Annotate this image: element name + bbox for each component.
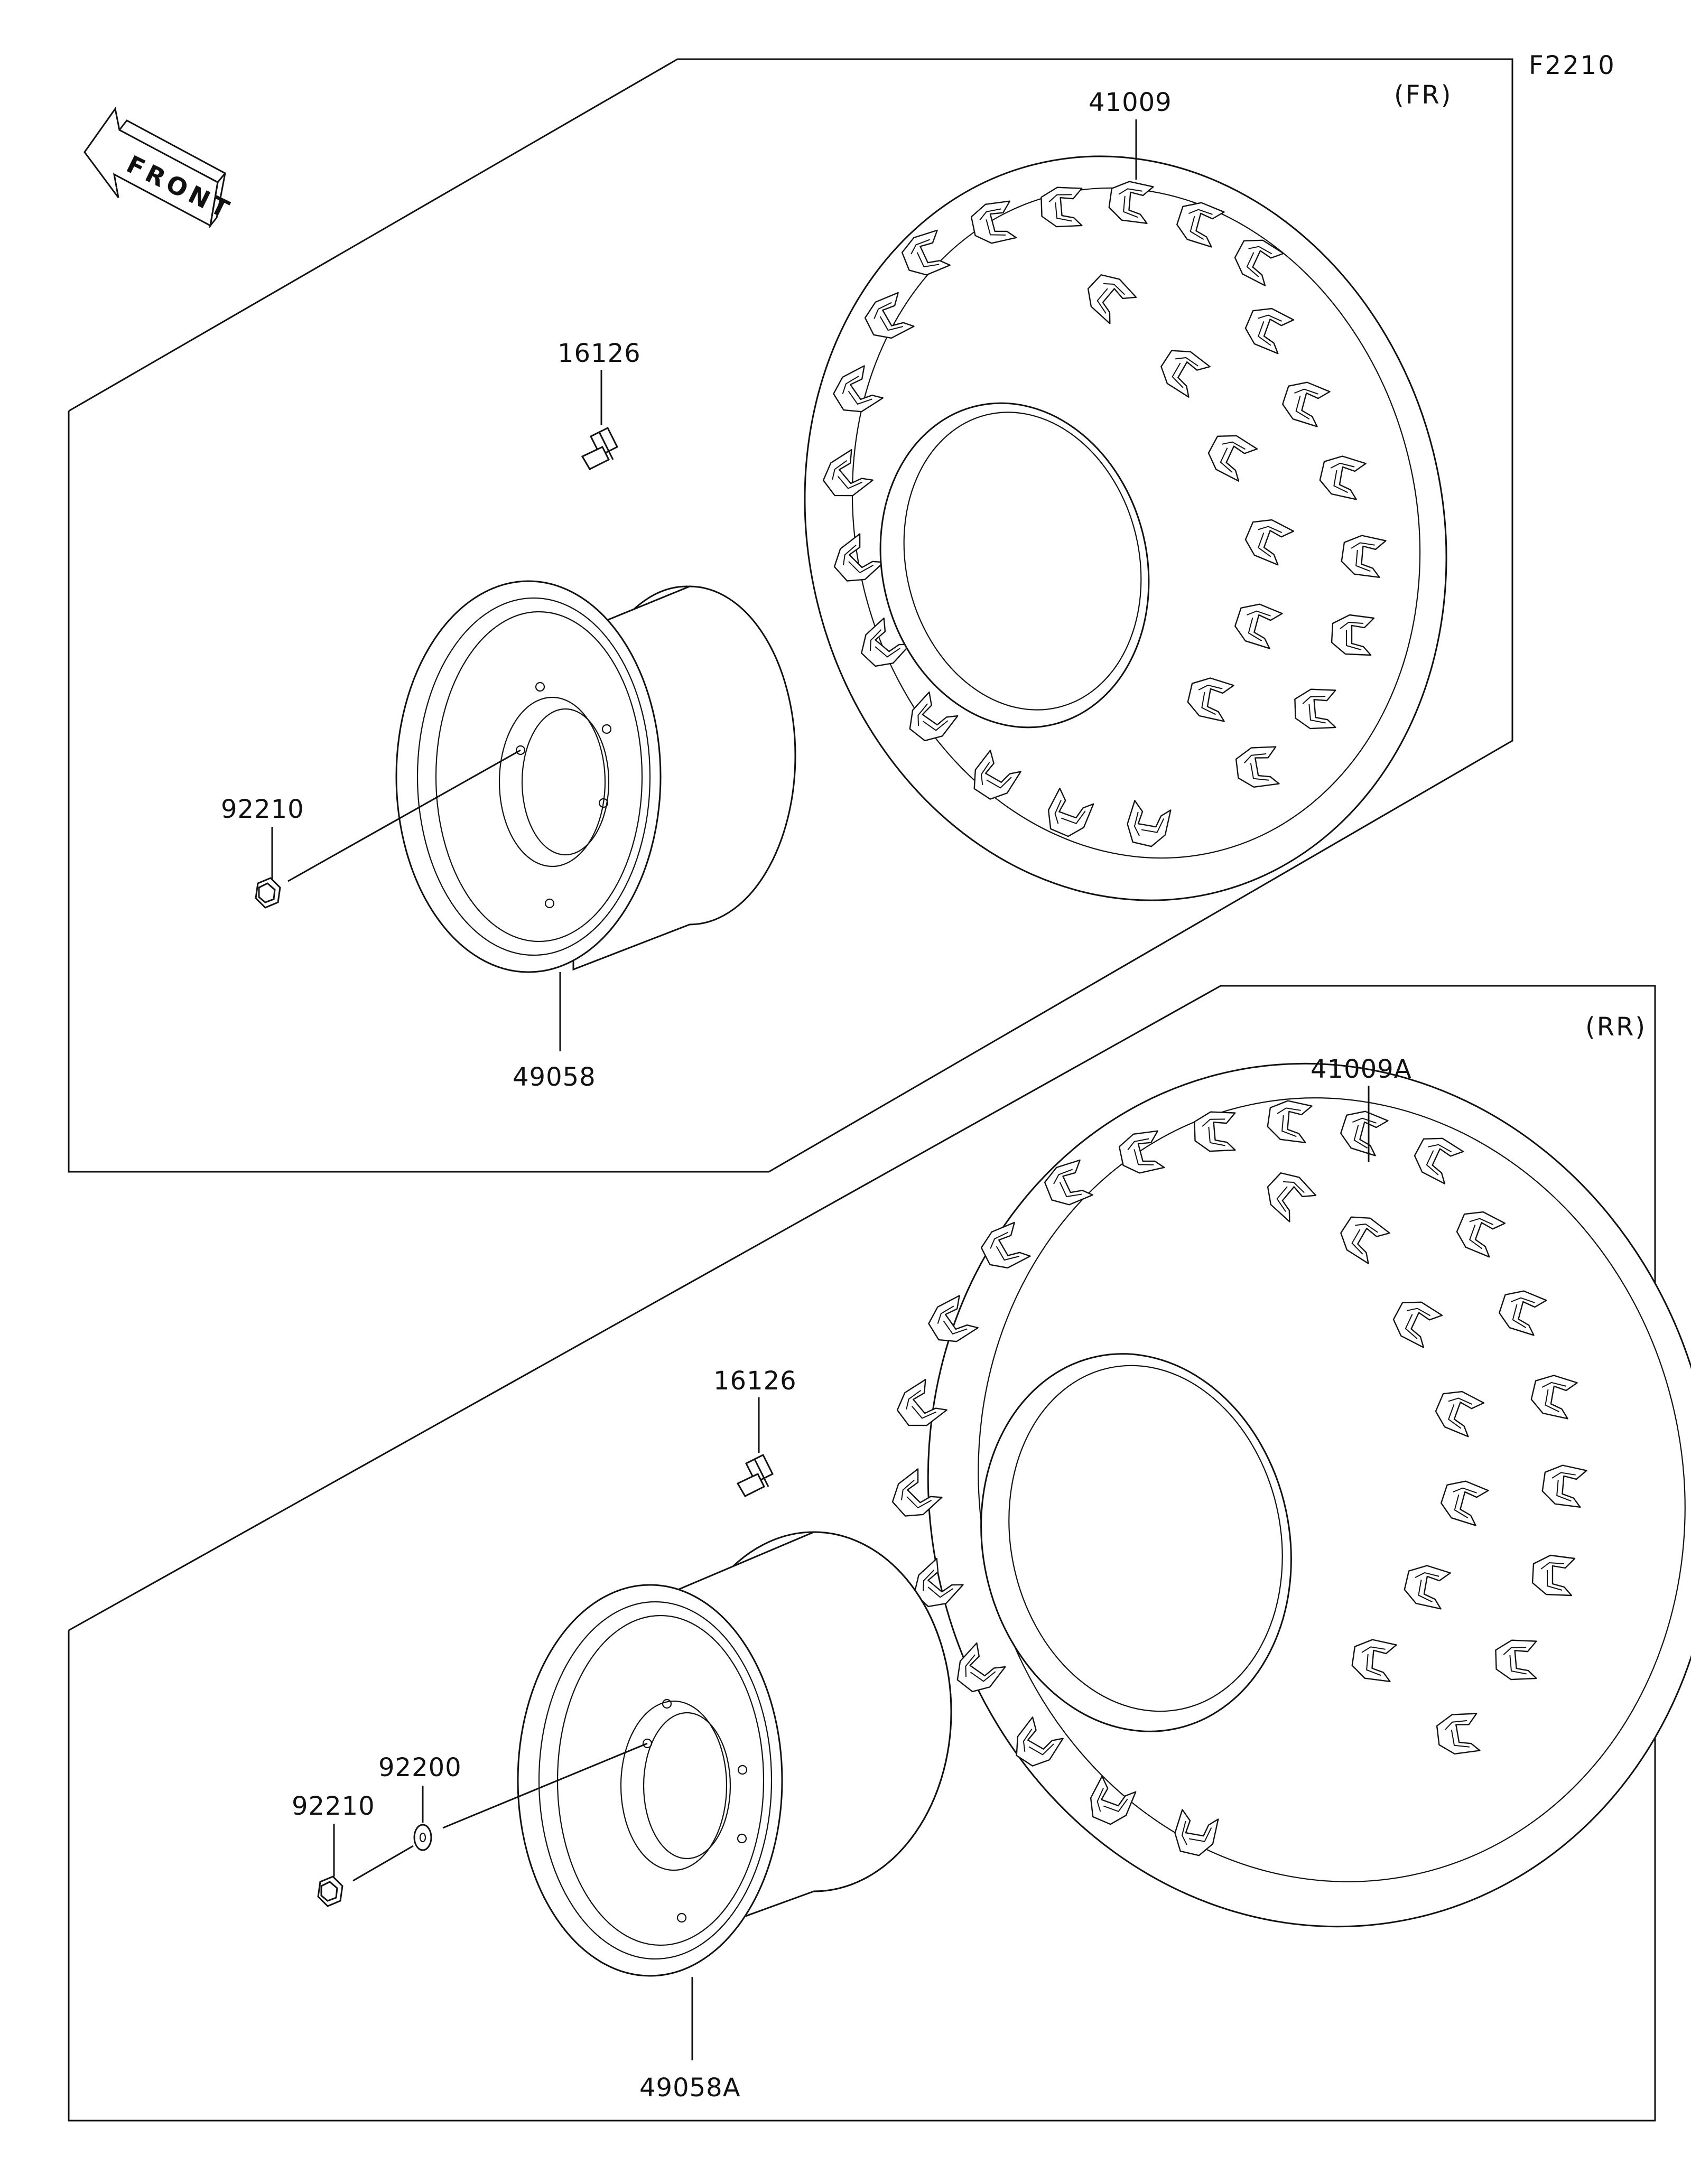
front-tire-callout: 41009 (1089, 88, 1172, 117)
front-wheel (395, 580, 796, 973)
front-section-frame (68, 58, 1513, 1173)
front-valve-stem (581, 426, 619, 470)
front-section: (FR) (68, 58, 1513, 1173)
front-section-label: (FR) (1394, 80, 1452, 110)
front-direction-arrow-icon: FRONT (83, 107, 237, 229)
rear-nut-callout: 92210 (292, 1791, 375, 1821)
rear-section: (RR) (68, 985, 1691, 2122)
rear-wheel-callout: 49058A (639, 2073, 741, 2103)
rear-tire-callout: 41009A (1311, 1054, 1412, 1084)
rear-tire (885, 1062, 1691, 1928)
rear-valve-callout: 16126 (713, 1366, 797, 1396)
front-tire (804, 155, 1447, 901)
front-nut-callout: 92210 (221, 795, 304, 824)
front-lug-nut (255, 877, 281, 909)
rear-washer-callout: 92200 (378, 1753, 462, 1782)
rear-washer (413, 1824, 432, 1851)
front-wheel-callout: 49058 (513, 1062, 596, 1092)
rear-lug-nut (317, 1875, 343, 1907)
front-valve-callout: 16126 (558, 339, 641, 368)
figure-code: F2210 (1529, 51, 1616, 80)
rear-section-label: (RR) (1585, 1012, 1647, 1042)
rear-wheel (517, 1531, 952, 1977)
rear-valve-stem (736, 1453, 774, 1497)
